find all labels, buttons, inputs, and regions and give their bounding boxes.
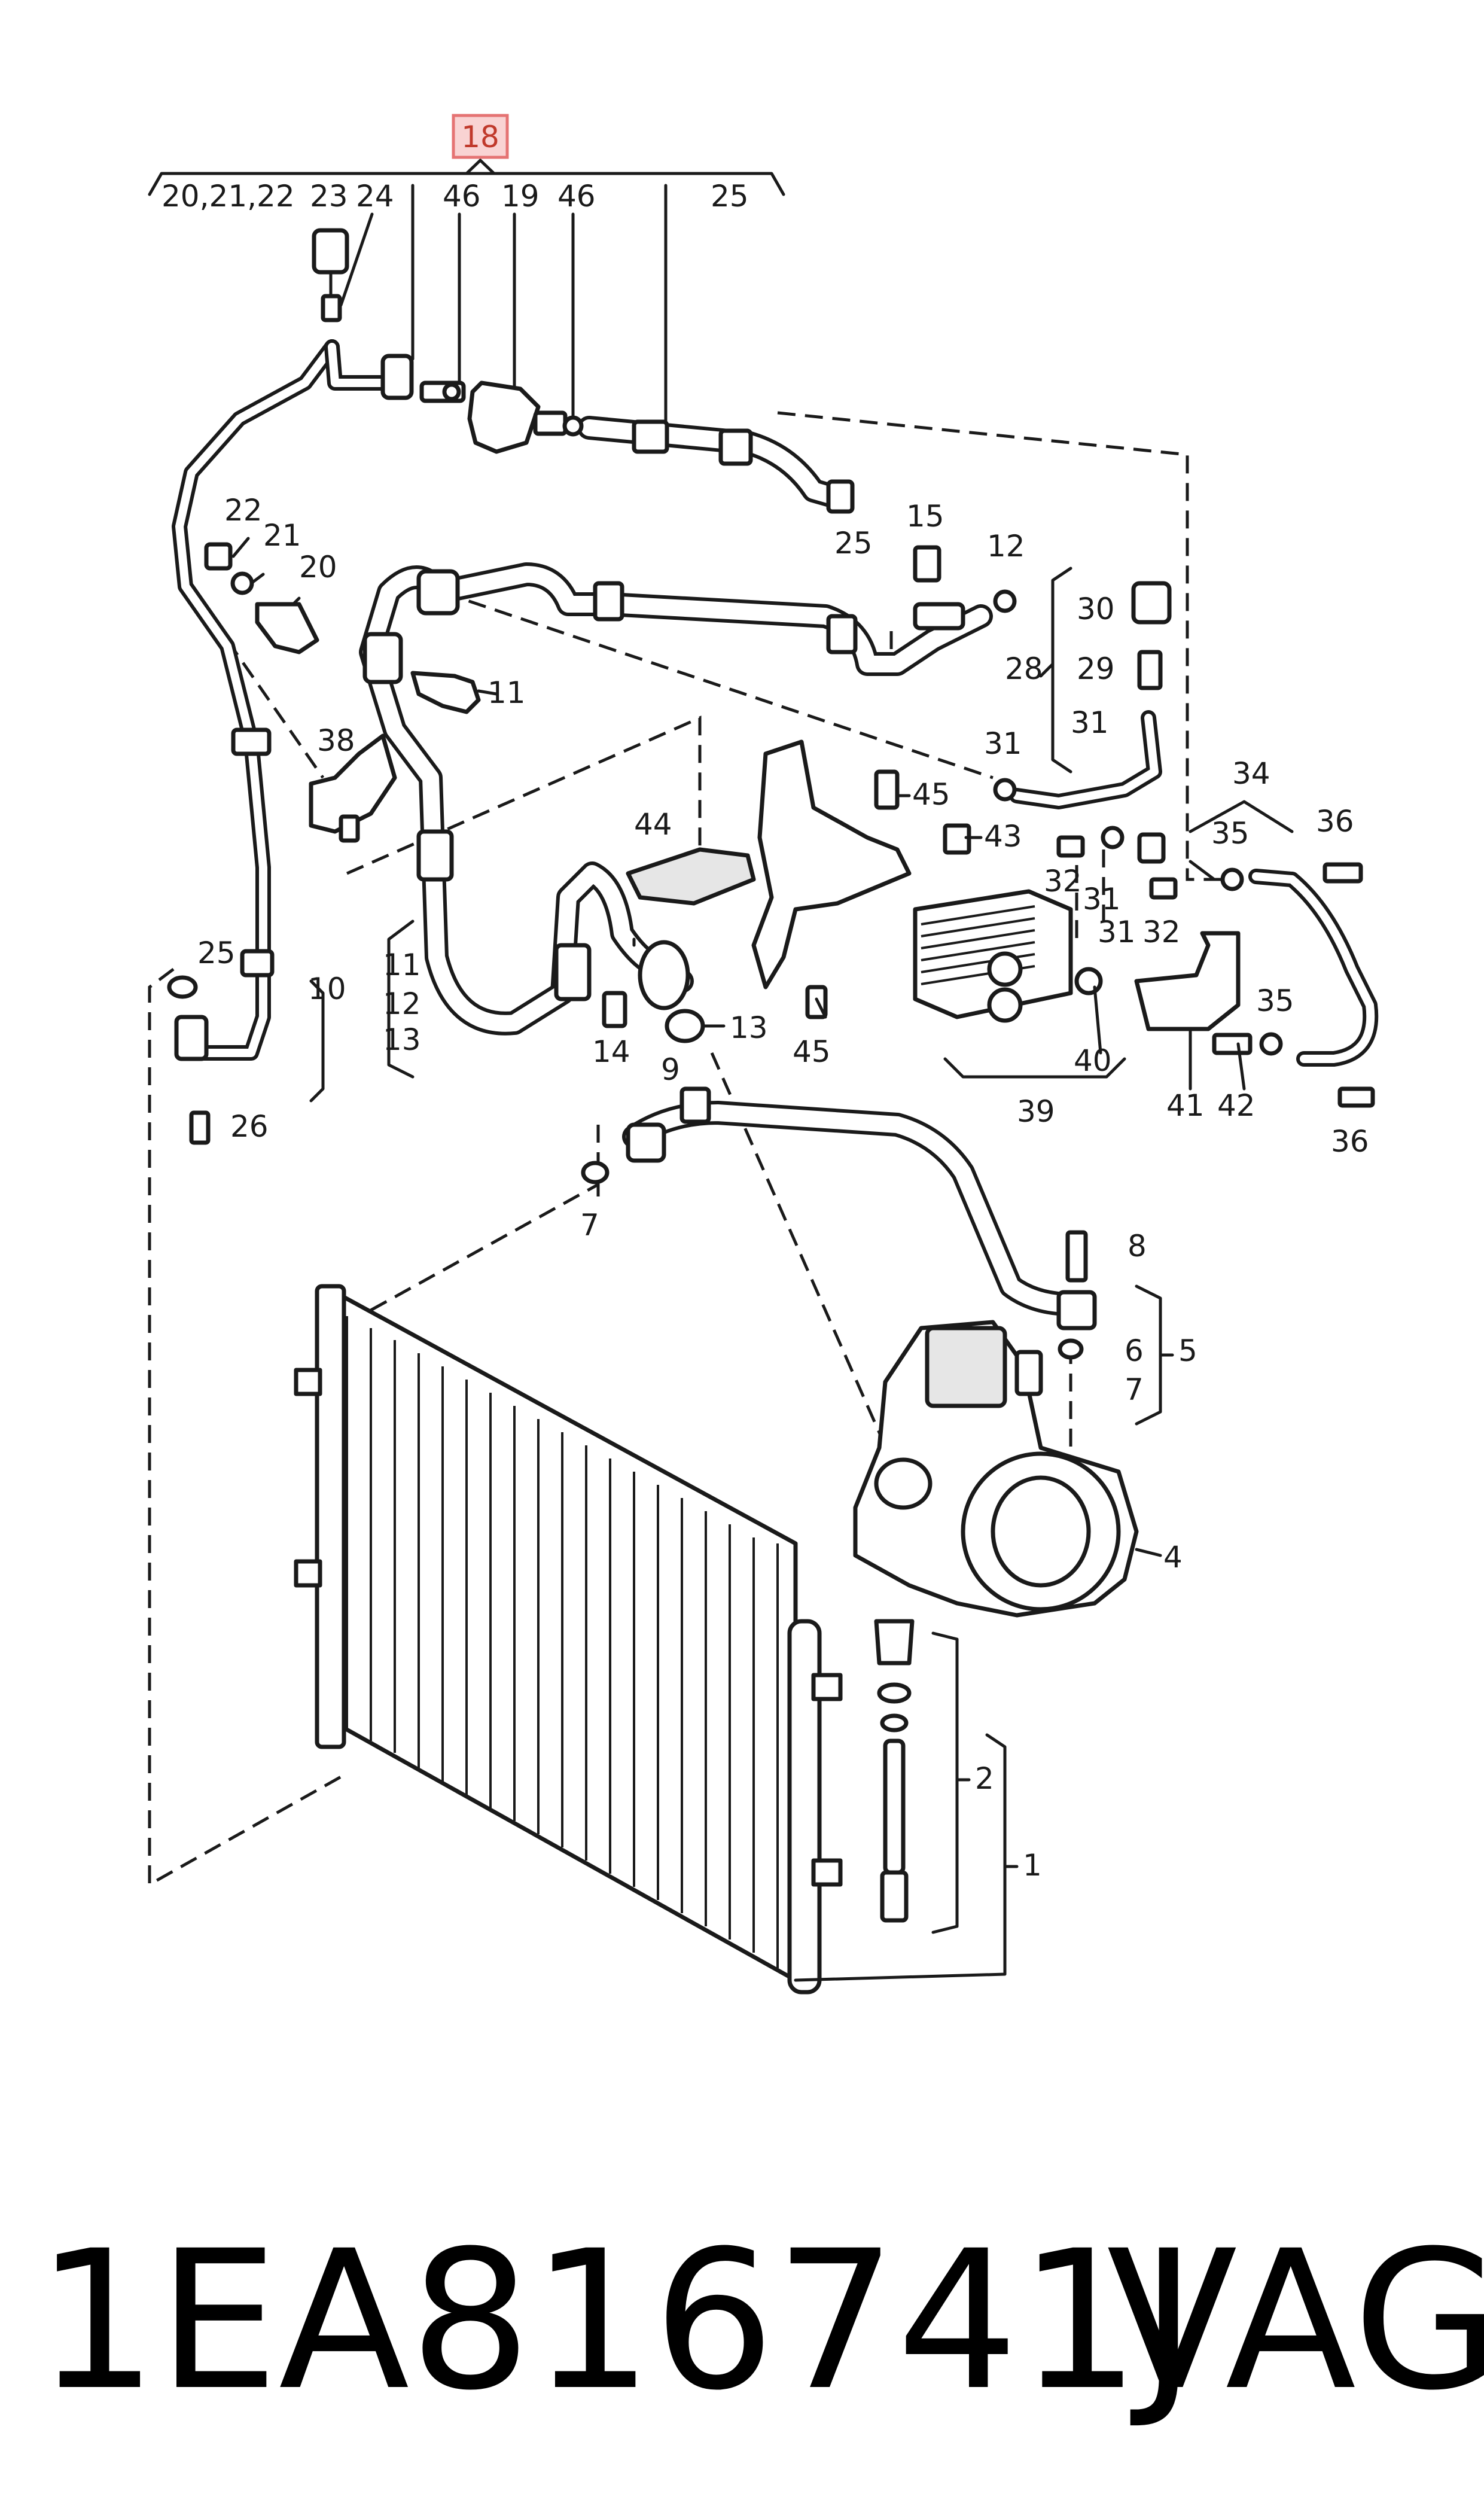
callout-28: 28 (1005, 651, 1043, 686)
valve-19 (419, 380, 584, 454)
service-valve-23 (312, 228, 349, 322)
callout-40: 40 (1074, 1043, 1112, 1078)
header-label-23: 23 (310, 179, 348, 214)
header-label-25: 25 (711, 179, 749, 214)
bracket-38 (309, 733, 397, 843)
sensor-20-21-22 (204, 542, 319, 654)
clip-43 (943, 823, 971, 855)
callout-29: 29 (1077, 651, 1115, 686)
ac-line-34 (1220, 862, 1379, 1108)
callout-12a: 12 (383, 987, 421, 1021)
callout-2: 2 (975, 1761, 994, 1796)
callout-14: 14 (592, 1034, 630, 1069)
drier-cartridge-2 (874, 1619, 915, 1923)
callout-1: 1 (1023, 1848, 1042, 1883)
part-number-caption: 1EA816741J VAG (36, 2210, 1484, 2432)
callout-9: 9 (661, 1052, 680, 1087)
callout-26: 26 (230, 1109, 269, 1144)
header-label-24: 24 (356, 179, 394, 214)
header-label-46a: 46 (443, 179, 481, 214)
callout-31d: 31 (1098, 915, 1136, 949)
callout-22: 22 (224, 493, 263, 528)
callout-labels: 22 21 20 11 38 25 26 10 11 12 13 44 14 1… (197, 493, 1369, 1883)
highlight-label: 18 (461, 120, 499, 154)
callout-13b: 13 (730, 1010, 768, 1045)
callout-42: 42 (1217, 1088, 1256, 1123)
part-number: 1EA816741J (36, 2210, 1197, 2432)
callout-41: 41 (1166, 1088, 1205, 1123)
callout-31b: 31 (984, 726, 1022, 761)
group-18-callout: 18 20,21,22 23 24 46 19 46 25 (148, 114, 785, 433)
callout-11b: 11 (383, 948, 421, 982)
compressor-4 (853, 1320, 1139, 1618)
callout-20: 20 (299, 550, 337, 584)
callout-12b: 12 (987, 529, 1025, 564)
brand-name: VAG (1107, 2210, 1484, 2432)
callout-6: 6 (1125, 1333, 1144, 1368)
highlight-box (452, 114, 509, 159)
callout-31a: 31 (1071, 705, 1109, 740)
condenser-1 (294, 1284, 843, 1995)
callout-44: 44 (634, 807, 672, 842)
ac-line-main (359, 562, 993, 1036)
heat-shield-44 (626, 847, 756, 906)
callout-35b: 35 (1256, 984, 1294, 1018)
callout-25b: 25 (834, 526, 873, 561)
assembly-dashed-lines (148, 411, 1232, 1887)
callout-13a: 13 (383, 1022, 421, 1057)
callout-31c: 31 (1083, 882, 1121, 917)
ac-line-18 (172, 339, 855, 1061)
callout-32b: 32 (1142, 915, 1181, 949)
leader-lines (231, 537, 1294, 1982)
callout-15: 15 (906, 499, 944, 534)
callout-25a: 25 (197, 936, 236, 970)
callout-38: 38 (317, 723, 355, 758)
callout-39: 39 (1017, 1094, 1055, 1129)
callout-45a: 45 (912, 777, 950, 812)
callout-36b: 36 (1331, 1124, 1369, 1159)
expansion-valve-41 (1134, 931, 1253, 1055)
sensor-11 (410, 671, 481, 714)
callout-34: 34 (1232, 756, 1270, 791)
callout-4: 4 (1163, 1540, 1183, 1575)
callout-7b: 7 (1125, 1372, 1144, 1407)
callout-11a: 11 (487, 675, 526, 710)
header-label-46b: 46 (557, 179, 596, 214)
callout-21: 21 (263, 518, 301, 553)
callout-5: 5 (1178, 1333, 1197, 1368)
bolt-14-seal-13 (602, 991, 705, 1043)
callout-7a: 7 (580, 1208, 599, 1243)
ac-line-28 (993, 581, 1178, 900)
callout-8: 8 (1128, 1229, 1147, 1263)
ac-line-compressor (581, 1086, 1097, 1360)
bracket-45 (751, 739, 912, 1019)
header-label-19: 19 (501, 179, 540, 214)
callout-36a: 36 (1316, 804, 1354, 839)
callout-45b: 45 (793, 1034, 831, 1069)
callout-30: 30 (1077, 592, 1115, 626)
bolt-15 (913, 545, 1017, 613)
callout-35a: 35 (1211, 816, 1250, 851)
callout-10: 10 (308, 972, 346, 1006)
oil-cooler-39 (913, 889, 1103, 1023)
header-label-20-21-22: 20,21,22 (161, 179, 295, 214)
clamp-25-26 (167, 975, 211, 1145)
callout-32a: 32 (1044, 864, 1082, 899)
callout-43: 43 (984, 819, 1022, 854)
